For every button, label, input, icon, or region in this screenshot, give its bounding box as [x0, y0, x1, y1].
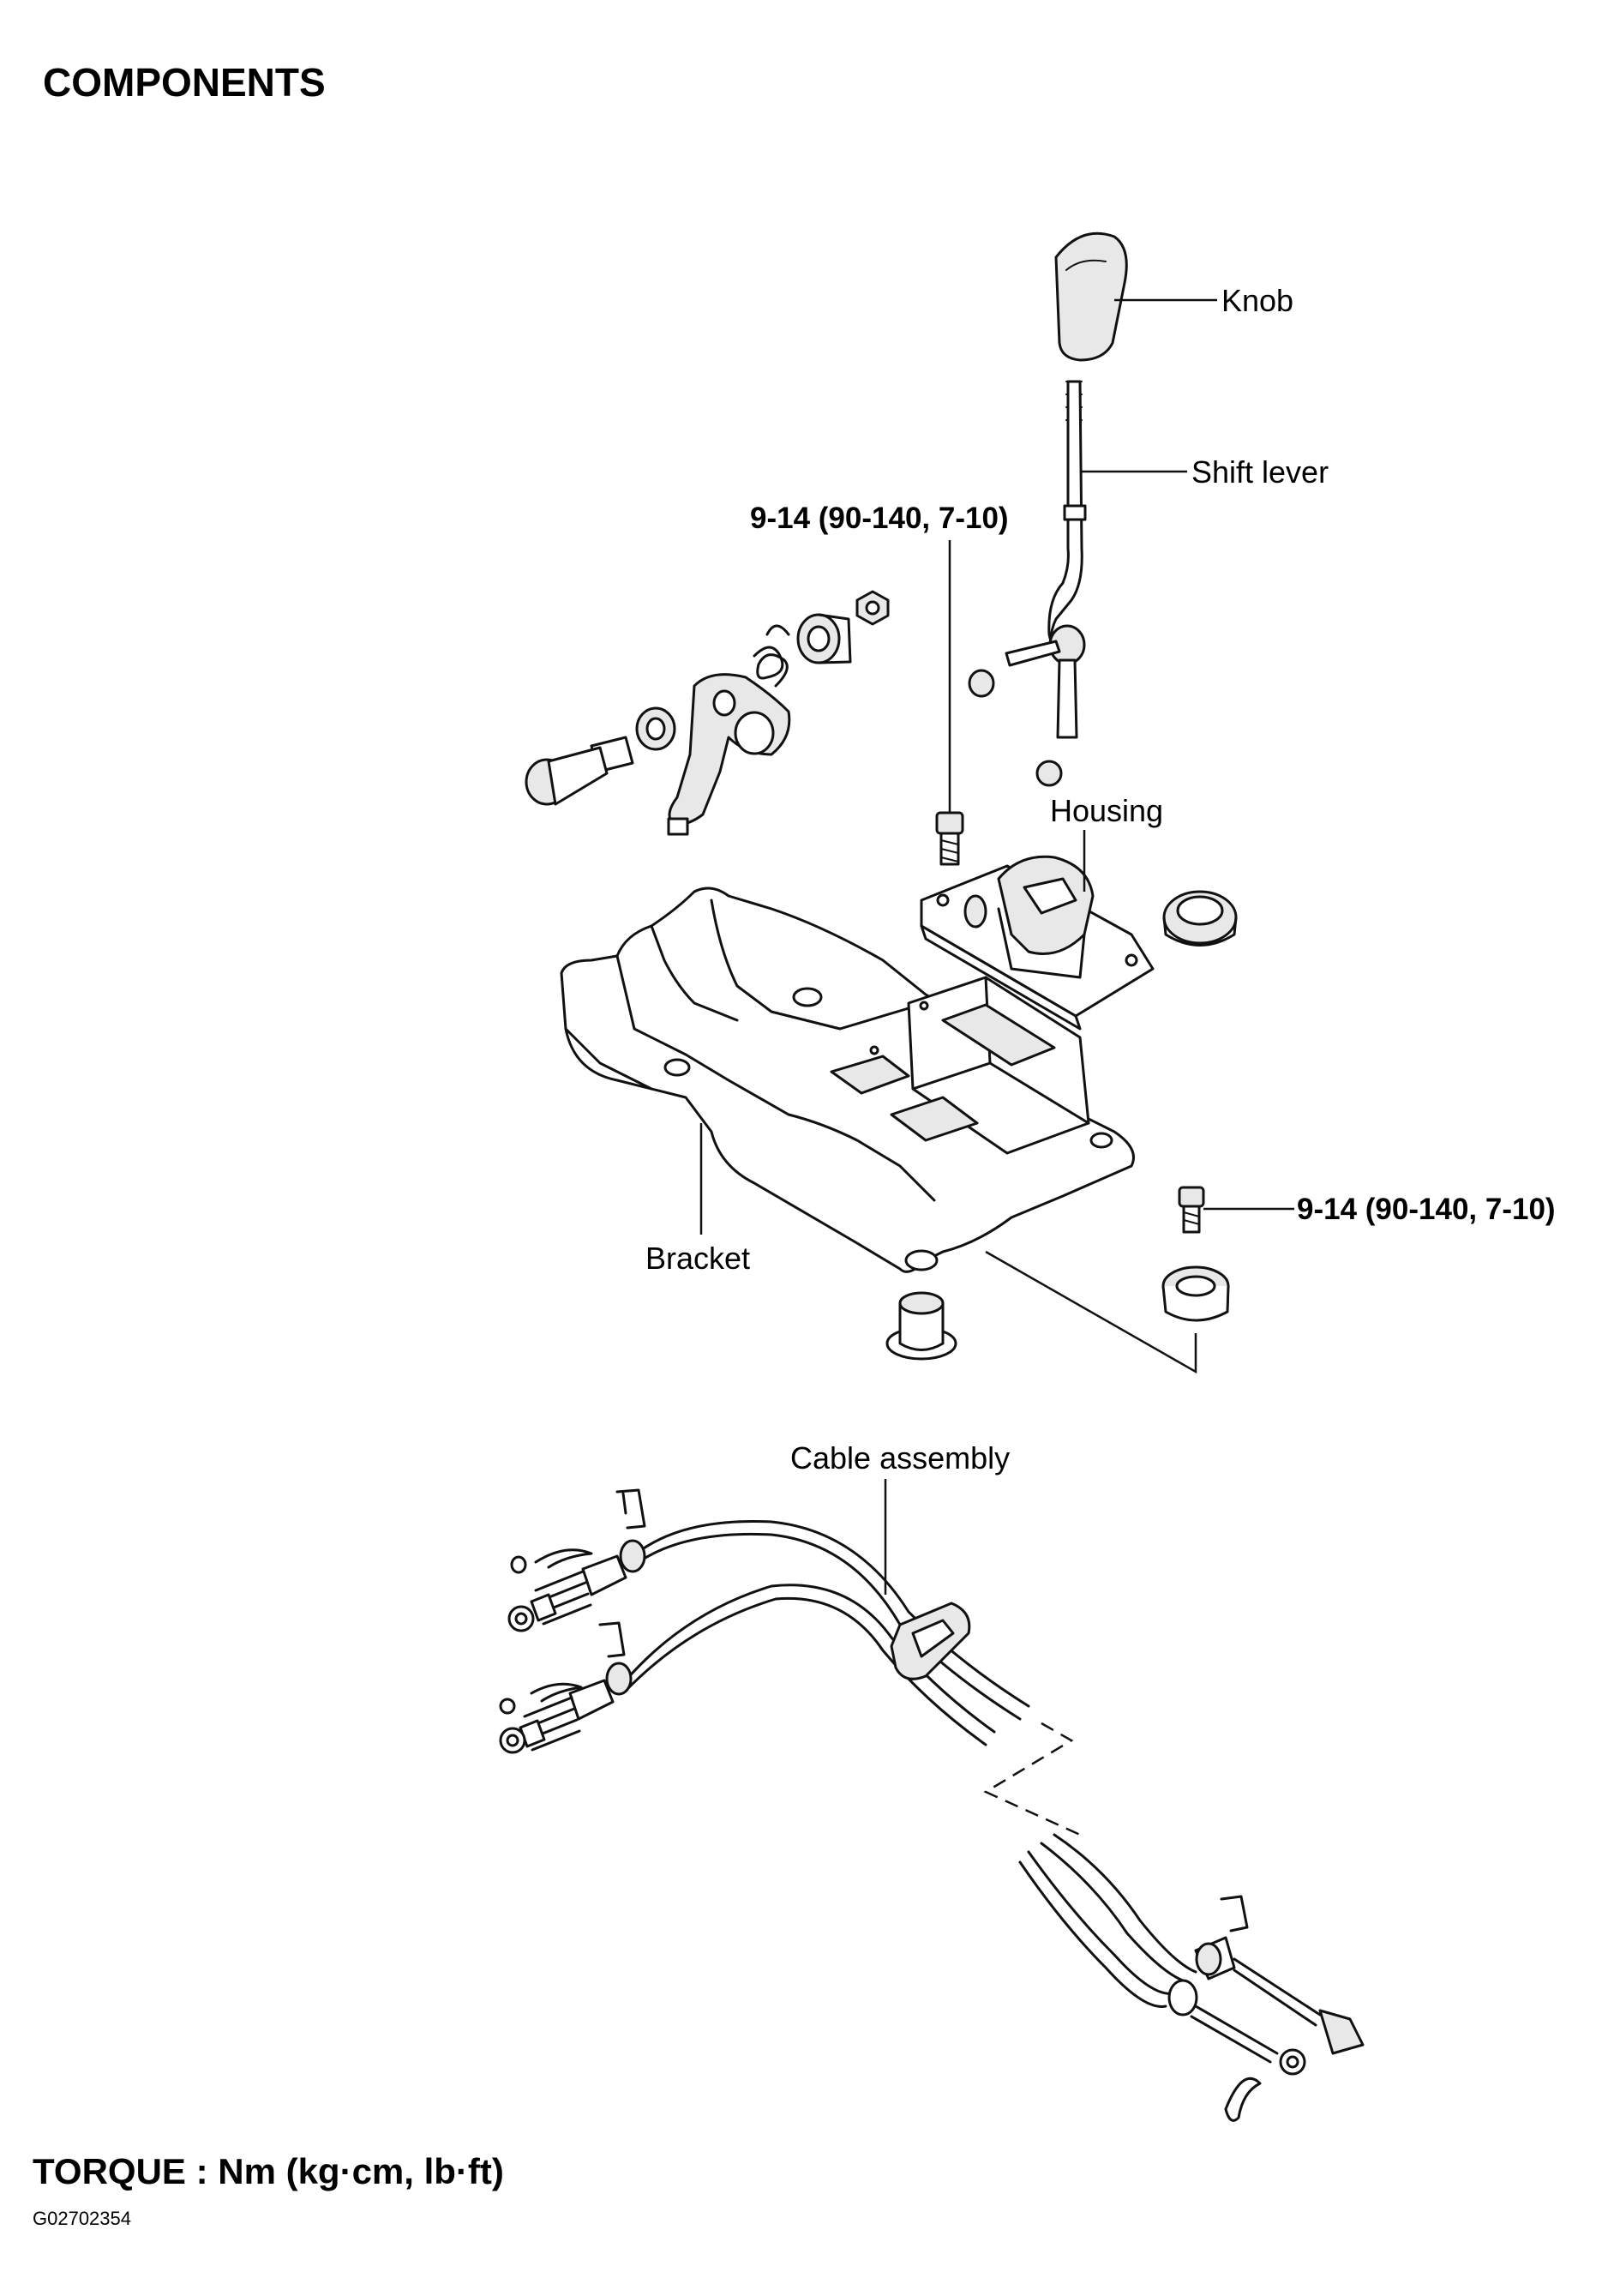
pivot-nut	[855, 590, 890, 626]
housing-bolt	[935, 811, 964, 866]
figure-code: G02702354	[33, 2208, 131, 2229]
cable-break-line	[983, 1722, 1081, 1836]
torque-spec-upper: 9-14 (90-140, 7-10)	[750, 502, 1009, 535]
side-grommet	[1162, 890, 1238, 947]
return-spring	[753, 624, 790, 688]
pivot-plate	[667, 673, 791, 836]
cable-assembly-part	[499, 1488, 1365, 2122]
knob-part	[1054, 231, 1128, 362]
shift-lever-part	[968, 380, 1087, 787]
housing-part	[920, 855, 1155, 1031]
bracket-bolt	[1178, 1186, 1205, 1234]
shift-lever-label: Shift lever	[1191, 454, 1329, 490]
pivot-pin	[525, 736, 634, 806]
housing-label: Housing	[1050, 793, 1163, 828]
mount-bushing-right	[1161, 1265, 1230, 1322]
cable-assembly-label: Cable assembly	[790, 1440, 1010, 1476]
mount-bushing-left	[885, 1291, 957, 1361]
pivot-bushing-right	[796, 613, 852, 664]
torque-units-note: TORQUE : Nm (kg·cm, lb·ft)	[33, 2151, 504, 2191]
mount-leader	[985, 1250, 1197, 1374]
bracket-part	[560, 887, 1135, 1273]
page-title: COMPONENTS	[43, 60, 326, 105]
torque-spec-lower: 9-14 (90-140, 7-10)	[1297, 1193, 1556, 1226]
pivot-bushing-left	[635, 706, 676, 751]
bracket-label: Bracket	[645, 1241, 750, 1276]
knob-label: Knob	[1221, 283, 1293, 318]
